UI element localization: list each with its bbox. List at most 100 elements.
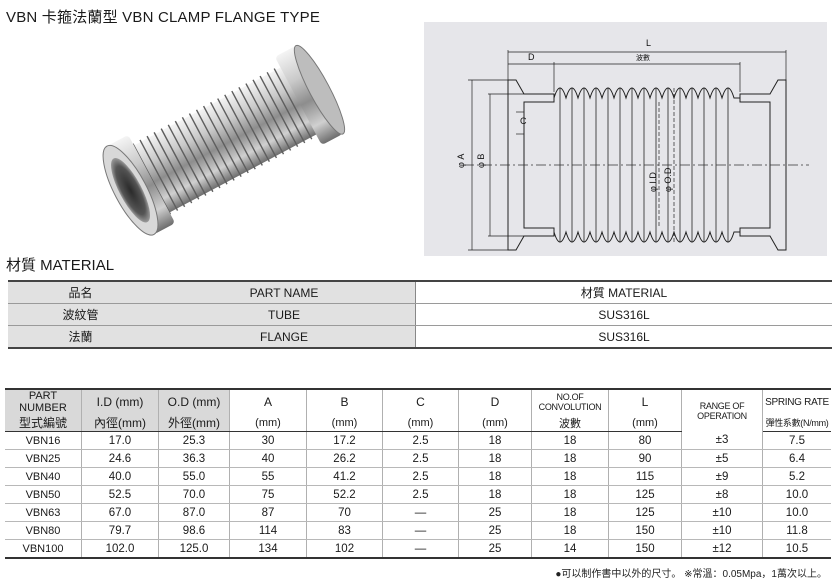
col-convolution: NO.OF CONVOLUTION [531, 388, 609, 414]
cell-range: ±8 [681, 485, 763, 504]
material-header-row: 品名 PART NAME 材質 MATERIAL [8, 280, 832, 304]
table-row: VBN40 40.0 55.0 55 41.2 2.5 18 18 115 ±9… [5, 467, 831, 486]
cell-range: ±10 [681, 521, 763, 540]
material-header-name-en: PART NAME [153, 280, 416, 304]
cell-conv: 18 [531, 521, 609, 540]
cell-l: 80 [608, 431, 682, 450]
table-row: VBN63 67.0 87.0 87 70 — 25 18 125 ±10 10… [5, 503, 831, 522]
bellows-photo [102, 44, 346, 236]
cell-range: ±3 [681, 431, 763, 450]
material-cell-material: SUS316L [415, 325, 832, 349]
col-od-cn: 外徑(mm) [158, 414, 230, 432]
cell-spring: 11.8 [762, 521, 831, 540]
cell-part: VBN16 [5, 431, 82, 450]
cell-d: 18 [458, 485, 532, 504]
cell-l: 90 [608, 449, 682, 468]
cell-od: 98.6 [158, 521, 230, 540]
cell-od: 55.0 [158, 467, 230, 486]
drawing-label-phi-a: φ A [456, 154, 466, 168]
drawing-label-phi-id: φ I.D [648, 172, 658, 192]
cell-conv: 18 [531, 503, 609, 522]
col-b: B [306, 388, 383, 414]
material-cell-name-en: TUBE [153, 303, 416, 326]
col-id: I.D (mm) [81, 388, 159, 414]
col-convolution-cn: 波數 [531, 414, 609, 432]
material-cell-material: SUS316L [415, 303, 832, 326]
col-spring-cn: 彈性系數(N/mm) [762, 414, 831, 432]
col-c-unit: (mm) [382, 414, 459, 432]
cell-part: VBN50 [5, 485, 82, 504]
cell-part: VBN63 [5, 503, 82, 522]
cell-od: 125.0 [158, 539, 230, 559]
cell-a: 87 [229, 503, 307, 522]
col-d: D [458, 388, 532, 414]
cell-part: VBN25 [5, 449, 82, 468]
dimension-drawing: L D 波數 C φ A φ B φ I.D φ O.D [424, 22, 827, 256]
cell-c: 2.5 [382, 485, 459, 504]
spec-header-row-bottom: 型式編號 內徑(mm) 外徑(mm) (mm) (mm) (mm) (mm) 波… [5, 414, 831, 432]
cell-spring: 10.5 [762, 539, 831, 559]
cell-l: 125 [608, 503, 682, 522]
cell-a: 114 [229, 521, 307, 540]
cell-od: 36.3 [158, 449, 230, 468]
col-part-number: PART NUMBER [5, 388, 82, 414]
cell-c: 2.5 [382, 467, 459, 486]
cell-conv: 18 [531, 467, 609, 486]
cell-id: 17.0 [81, 431, 159, 450]
col-range: RANGE OF OPERATION [681, 388, 763, 432]
cell-spring: 10.0 [762, 503, 831, 522]
material-row: 法蘭 FLANGE SUS316L [8, 325, 832, 349]
cell-range: ±10 [681, 503, 763, 522]
cell-a: 134 [229, 539, 307, 559]
table-row: VBN80 79.7 98.6 114 83 — 25 18 150 ±10 1… [5, 521, 831, 540]
cell-l: 125 [608, 485, 682, 504]
cell-id: 102.0 [81, 539, 159, 559]
col-spring: SPRING RATE [762, 388, 831, 414]
cell-b: 52.2 [306, 485, 383, 504]
cell-spring: 10.0 [762, 485, 831, 504]
spec-header-row-top: PART NUMBER I.D (mm) O.D (mm) A B C D NO… [5, 388, 831, 432]
cell-id: 24.6 [81, 449, 159, 468]
cell-id: 79.7 [81, 521, 159, 540]
drawing-label-phi-b: φ B [476, 154, 486, 168]
material-row: 波紋管 TUBE SUS316L [8, 303, 832, 326]
material-heading: 材質 MATERIAL [6, 257, 115, 274]
cell-id: 40.0 [81, 467, 159, 486]
cell-c: — [382, 503, 459, 522]
material-header-material: 材質 MATERIAL [415, 280, 832, 304]
cell-c: 2.5 [382, 431, 459, 450]
page-title: VBN 卡箍法蘭型 VBN CLAMP FLANGE TYPE [6, 9, 321, 26]
drawing-label-l: L [646, 38, 651, 48]
cell-od: 25.3 [158, 431, 230, 450]
cell-spring: 5.2 [762, 467, 831, 486]
cell-spring: 7.5 [762, 431, 831, 450]
material-cell-name-en: FLANGE [153, 325, 416, 349]
cell-b: 102 [306, 539, 383, 559]
col-a: A [229, 388, 307, 414]
cell-b: 83 [306, 521, 383, 540]
material-cell-name-cn: 法蘭 [8, 325, 153, 349]
cell-a: 75 [229, 485, 307, 504]
cell-a: 30 [229, 431, 307, 450]
col-part-number-cn: 型式編號 [5, 414, 82, 432]
cell-range: ±5 [681, 449, 763, 468]
cell-c: 2.5 [382, 449, 459, 468]
cell-d: 25 [458, 539, 532, 559]
cell-part: VBN80 [5, 521, 82, 540]
cell-l: 115 [608, 467, 682, 486]
cell-a: 40 [229, 449, 307, 468]
drawing-label-d: D [528, 52, 535, 62]
cell-od: 87.0 [158, 503, 230, 522]
col-l-unit: (mm) [608, 414, 682, 432]
cell-range: ±9 [681, 467, 763, 486]
table-row: VBN25 24.6 36.3 40 26.2 2.5 18 18 90 ±5 … [5, 449, 831, 468]
footnote: ●可以制作書中以外的尺寸。 ※常溫：0.05Mpa，1萬次以上。 [555, 569, 827, 580]
cell-l: 150 [608, 521, 682, 540]
material-cell-name-cn: 波紋管 [8, 303, 153, 326]
cell-c: — [382, 521, 459, 540]
col-c: C [382, 388, 459, 414]
col-id-cn: 內徑(mm) [81, 414, 159, 432]
drawing-label-c: C [520, 116, 527, 126]
material-table: 品名 PART NAME 材質 MATERIAL 波紋管 TUBE SUS316… [8, 280, 832, 349]
cell-b: 17.2 [306, 431, 383, 450]
